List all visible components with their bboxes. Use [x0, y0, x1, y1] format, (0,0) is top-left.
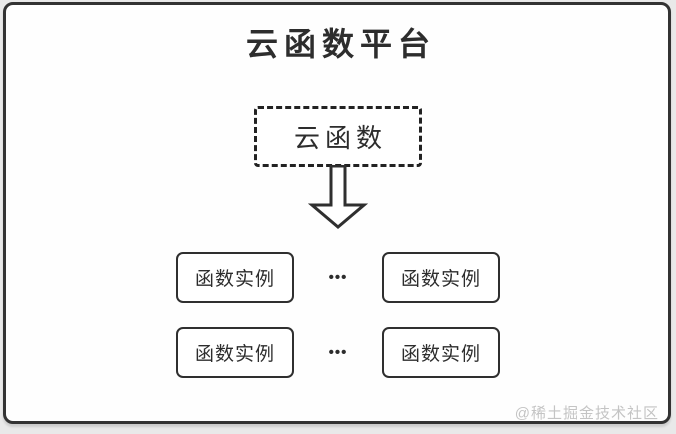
function-instance-box: 函数实例: [176, 327, 294, 378]
function-instance-label: 函数实例: [194, 269, 275, 290]
cloud-function-label: 云函数: [293, 123, 387, 153]
cloud-function-box: 云函数: [254, 106, 422, 167]
ellipsis-dots: •••: [328, 344, 348, 361]
down-arrow-icon: [308, 165, 368, 229]
watermark: @稀土掘金技术社区: [514, 405, 659, 422]
function-instance-box: 函数实例: [176, 252, 294, 303]
function-instance-label: 函数实例: [194, 344, 275, 365]
function-instance-box: 函数实例: [382, 327, 500, 378]
function-instance-label: 函数实例: [400, 344, 481, 365]
page-title: 云函数平台: [245, 26, 436, 62]
function-instance-box: 函数实例: [382, 252, 500, 303]
ellipsis-dots: •••: [328, 269, 348, 286]
function-instance-label: 函数实例: [400, 269, 481, 290]
